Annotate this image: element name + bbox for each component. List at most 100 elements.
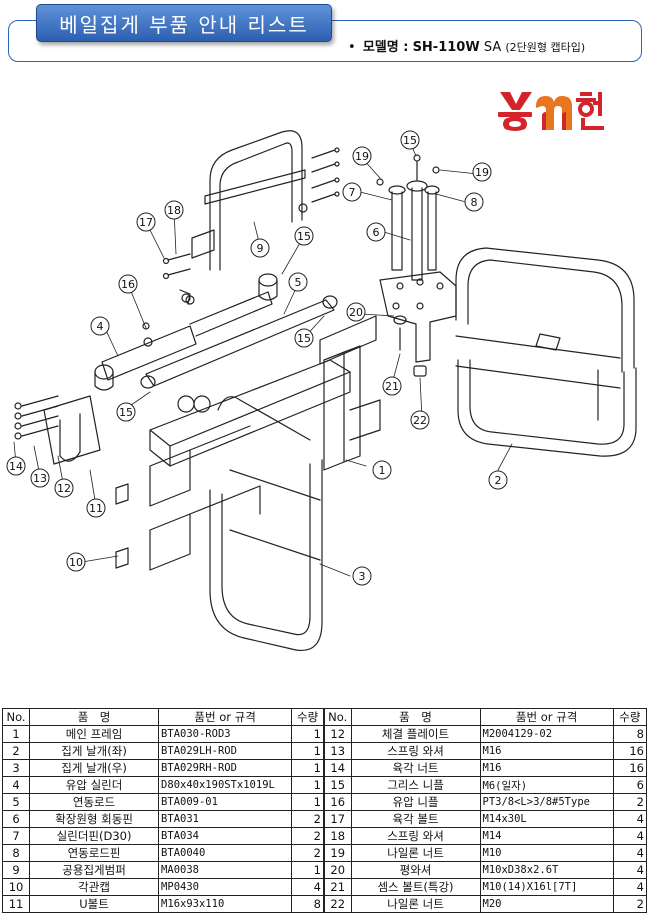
small-fasteners [142, 293, 427, 377]
cell-spec: BTA0040 [158, 844, 293, 862]
link-rod [140, 295, 338, 389]
cell-spec: M2004129-02 [479, 725, 614, 743]
cell-qty: 4 [291, 878, 325, 896]
callout-19a: 19 [352, 146, 372, 166]
svg-text:2: 2 [495, 474, 502, 487]
cell-name: 유압 니플 [350, 793, 481, 811]
header-no-2: No. [323, 708, 352, 726]
callout-15a: 15 [294, 226, 314, 246]
model-label: 모델명 : [362, 40, 409, 55]
model-code: SH-110W [412, 40, 480, 55]
cell-name: 연동로드 [29, 793, 160, 811]
company-logo [498, 92, 604, 131]
callout-4: 4 [90, 316, 110, 336]
u-bolt-assembly [14, 395, 101, 465]
cell-qty: 4 [612, 810, 648, 828]
cell-qty: 16 [612, 742, 648, 760]
cell-no: 8 [1, 844, 31, 862]
cell-qty: 8 [612, 725, 648, 743]
svg-text:19: 19 [475, 166, 489, 179]
cell-spec: PT3/8<L>3/8#5Type [479, 793, 614, 811]
main-frame [149, 315, 381, 571]
cell-no: 22 [323, 895, 352, 913]
header-name-2: 품 명 [350, 708, 481, 726]
logo-m-mark [536, 96, 572, 130]
header-qty-2: 수량 [612, 708, 648, 726]
hydraulic-cylinder [94, 273, 278, 391]
svg-text:21: 21 [385, 380, 399, 393]
cell-spec: M14x30L [479, 810, 614, 828]
cell-no: 19 [323, 844, 352, 862]
cell-spec: MA0038 [158, 861, 293, 879]
pivot-pins [376, 154, 440, 281]
cell-name: 각관캡 [29, 878, 160, 896]
model-variant: SA [483, 40, 502, 55]
cell-qty: 1 [291, 776, 325, 794]
cell-name: U볼트 [29, 895, 160, 913]
cell-spec: M10xD38x2.6T [479, 861, 614, 879]
svg-text:13: 13 [33, 472, 47, 485]
callout-22: 22 [410, 410, 430, 430]
cell-spec: M16 [479, 742, 614, 760]
model-description: (2단원형 캡타입) [505, 41, 586, 54]
header-spec: 품번 or 규격 [158, 708, 293, 726]
callout-10: 10 [66, 552, 86, 572]
callout-12: 12 [54, 478, 74, 498]
logo-song-glyph [498, 92, 532, 131]
cell-qty: 8 [291, 895, 325, 913]
cell-name: 나일론 너트 [350, 844, 481, 862]
callout-15d: 15 [400, 130, 420, 150]
cell-spec: M16x93x110 [158, 895, 293, 913]
svg-text:12: 12 [57, 482, 71, 495]
svg-text:10: 10 [69, 556, 83, 569]
svg-text:1: 1 [379, 464, 386, 477]
tube-caps [115, 483, 129, 569]
callout-18: 18 [164, 200, 184, 220]
cell-qty: 4 [612, 861, 648, 879]
cell-no: 10 [1, 878, 31, 896]
cell-spec: BTA029RH-ROD [158, 759, 293, 777]
callout-8: 8 [464, 192, 484, 212]
svg-text:17: 17 [139, 216, 153, 229]
cell-no: 5 [1, 793, 31, 811]
cell-no: 4 [1, 776, 31, 794]
cell-spec: BTA034 [158, 827, 293, 845]
header-qty: 수량 [291, 708, 325, 726]
cell-name: 집게 날개(좌) [29, 742, 160, 760]
cell-name: 육각 너트 [350, 759, 481, 777]
callout-5: 5 [288, 272, 308, 292]
cell-spec: M20 [479, 895, 614, 913]
cell-no: 16 [323, 793, 352, 811]
cell-spec: M14 [479, 827, 614, 845]
callout-21: 21 [382, 376, 402, 396]
cell-name: 셈스 볼트(특강) [350, 878, 481, 896]
cell-qty: 4 [612, 844, 648, 862]
cell-qty: 1 [291, 793, 325, 811]
bolt-set-17-18 [162, 253, 191, 280]
svg-text:3: 3 [359, 570, 366, 583]
header-spec-2: 품번 or 규격 [479, 708, 614, 726]
callout-11: 11 [86, 498, 106, 518]
cell-no: 7 [1, 827, 31, 845]
cell-name: 메인 프레임 [29, 725, 160, 743]
callout-16: 16 [118, 274, 138, 294]
cell-spec: M10 [479, 844, 614, 862]
header-no: No. [1, 708, 31, 726]
cell-no: 2 [1, 742, 31, 760]
cell-name: 스프링 와셔 [350, 827, 481, 845]
cell-name: 실린더핀(D30) [29, 827, 160, 845]
callout-19b: 19 [472, 162, 492, 182]
svg-text:14: 14 [9, 460, 23, 473]
cell-qty: 1 [291, 759, 325, 777]
cell-qty: 1 [291, 742, 325, 760]
svg-text:7: 7 [349, 186, 356, 199]
callout-15b: 15 [116, 402, 136, 422]
